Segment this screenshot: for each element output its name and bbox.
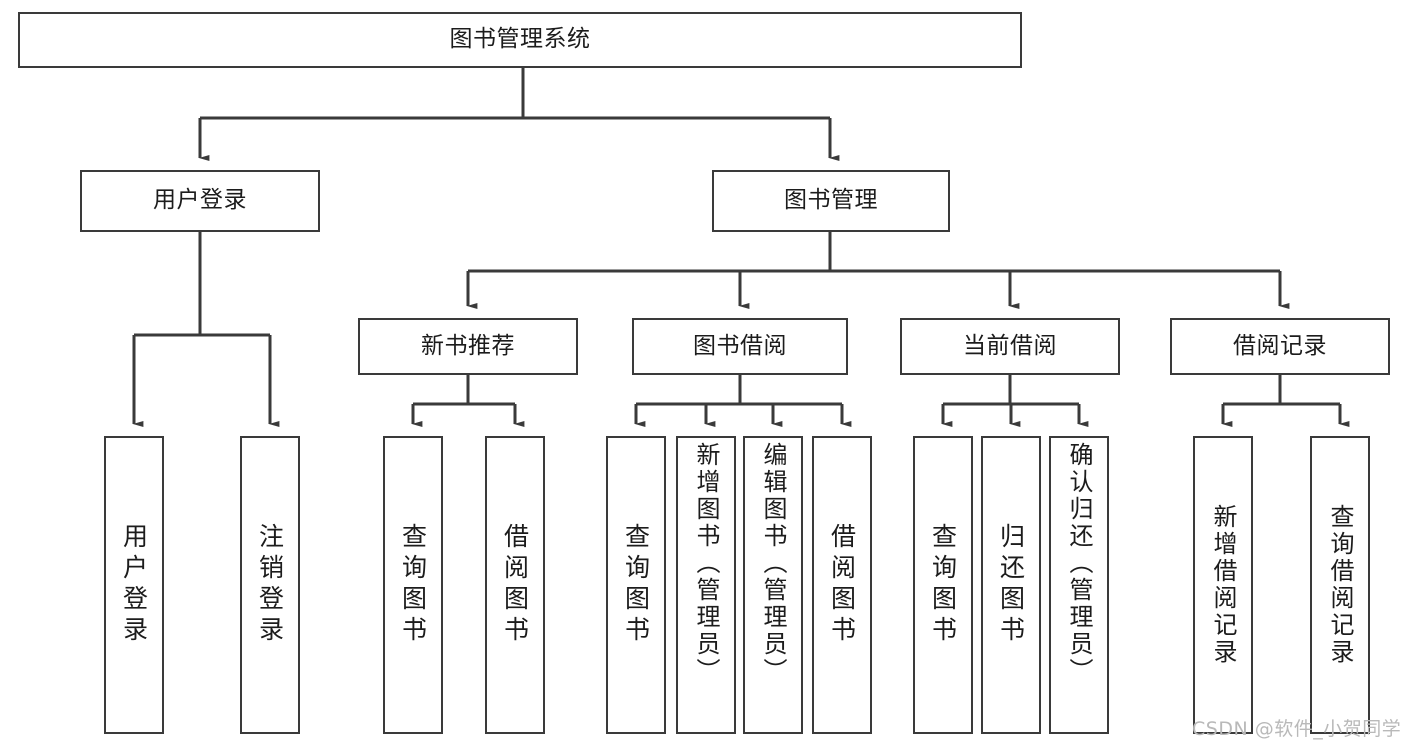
leaf-add-borrow-record-label: 新增借阅记录 xyxy=(1209,504,1237,666)
node-current-borrow-label: 当前借阅 xyxy=(963,332,1057,359)
leaf-query-borrow-record-label: 查询借阅记录 xyxy=(1326,504,1354,666)
leaf-return-book-label: 归还图书 xyxy=(996,523,1026,647)
leaf-borrow-book-recommend-label: 借阅图书 xyxy=(500,523,530,647)
leaf-query-borrow-record[interactable]: 查询借阅记录 xyxy=(1310,436,1370,734)
node-borrow-record[interactable]: 借阅记录 xyxy=(1170,318,1390,375)
node-user-login[interactable]: 用户登录 xyxy=(80,170,320,232)
leaf-edit-book-admin-label: 编辑图书（管理员） xyxy=(759,442,787,685)
leaf-logout-label: 注销登录 xyxy=(255,523,285,647)
node-new-book-recommend[interactable]: 新书推荐 xyxy=(358,318,578,375)
node-book-management[interactable]: 图书管理 xyxy=(712,170,950,232)
node-current-borrow[interactable]: 当前借阅 xyxy=(900,318,1120,375)
node-book-management-label: 图书管理 xyxy=(784,187,878,214)
node-new-book-recommend-label: 新书推荐 xyxy=(421,332,515,359)
node-borrow-record-label: 借阅记录 xyxy=(1233,332,1327,359)
node-root[interactable]: 图书管理系统 xyxy=(18,12,1022,68)
leaf-add-borrow-record[interactable]: 新增借阅记录 xyxy=(1193,436,1253,734)
leaf-borrow-book-recommend[interactable]: 借阅图书 xyxy=(485,436,545,734)
leaf-borrow-book-borrow-label: 借阅图书 xyxy=(827,523,857,647)
leaf-query-book-borrow[interactable]: 查询图书 xyxy=(606,436,666,734)
watermark: CSDN @软件_小贺同学 xyxy=(1192,718,1402,740)
leaf-user-login[interactable]: 用户登录 xyxy=(104,436,164,734)
node-user-login-label: 用户登录 xyxy=(153,187,247,214)
leaf-query-book-recommend-label: 查询图书 xyxy=(398,523,428,647)
leaf-user-login-label: 用户登录 xyxy=(119,523,149,647)
leaf-add-book-admin[interactable]: 新增图书（管理员） xyxy=(676,436,736,734)
leaf-confirm-return-admin-label: 确认归还（管理员） xyxy=(1065,442,1093,685)
leaf-query-book-current[interactable]: 查询图书 xyxy=(913,436,973,734)
leaf-query-book-current-label: 查询图书 xyxy=(928,523,958,647)
leaf-logout[interactable]: 注销登录 xyxy=(240,436,300,734)
node-book-borrow-label: 图书借阅 xyxy=(693,332,787,359)
node-book-borrow[interactable]: 图书借阅 xyxy=(632,318,848,375)
leaf-query-book-recommend[interactable]: 查询图书 xyxy=(383,436,443,734)
leaf-add-book-admin-label: 新增图书（管理员） xyxy=(692,442,720,685)
leaf-return-book[interactable]: 归还图书 xyxy=(981,436,1041,734)
leaf-confirm-return-admin[interactable]: 确认归还（管理员） xyxy=(1049,436,1109,734)
leaf-edit-book-admin[interactable]: 编辑图书（管理员） xyxy=(743,436,803,734)
node-root-label: 图书管理系统 xyxy=(449,26,591,53)
leaf-query-book-borrow-label: 查询图书 xyxy=(621,523,651,647)
leaf-borrow-book-borrow[interactable]: 借阅图书 xyxy=(812,436,872,734)
